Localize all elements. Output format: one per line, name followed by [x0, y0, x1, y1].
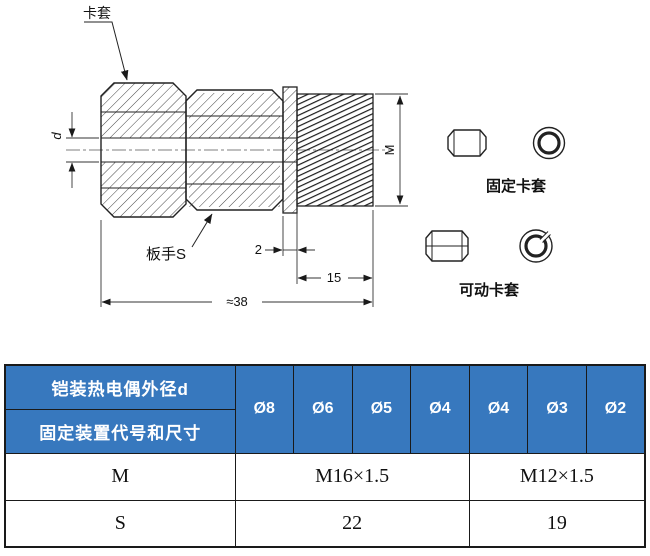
row-s-wrench-large: 22: [234, 499, 470, 548]
header-fixture-code: 固定装置代号和尺寸: [4, 408, 236, 454]
diameter-col-2: Ø5: [351, 364, 412, 454]
dimension-38-label: ≈38: [226, 294, 248, 309]
row-m-label: M: [4, 452, 236, 501]
table-row-m: M M16×1.5 M12×1.5: [4, 452, 646, 501]
dimension-m: M: [375, 93, 408, 207]
dimension-gap-2: 2: [100, 210, 374, 307]
dimension-15: 15: [297, 270, 373, 285]
row-s-label: S: [4, 499, 236, 548]
technical-drawing: 卡套 板手S d M: [49, 5, 566, 309]
diameter-col-5: Ø3: [527, 364, 587, 454]
diameter-col-1: Ø6: [293, 364, 353, 454]
fitting-body: [100, 82, 374, 218]
dimension-d-label: d: [49, 132, 64, 140]
fixed-ferrule-views: [447, 126, 566, 160]
diameter-col-3: Ø4: [410, 364, 470, 454]
row-m-thread-large: M16×1.5: [234, 452, 470, 501]
movable-ferrule-views: [425, 229, 553, 263]
diameter-col-0: Ø8: [234, 364, 295, 454]
fitting-drawing: 卡套 板手S d M: [49, 5, 566, 309]
dimension-38: ≈38: [101, 294, 373, 309]
dimension-gap-label: 2: [255, 242, 262, 257]
dimension-m-label: M: [382, 145, 397, 156]
ferrule-callout-label: 卡套: [83, 5, 111, 21]
fixed-ferrule-label: 固定卡套: [486, 177, 547, 195]
diameter-col-6: Ø2: [585, 364, 646, 454]
dimension-d: d: [49, 112, 99, 188]
row-s-wrench-small: 19: [468, 499, 646, 548]
row-m-thread-small: M12×1.5: [468, 452, 646, 501]
spec-table: 铠装热电偶外径d Ø8 Ø6 Ø5 Ø4 Ø4 Ø3 Ø2 固定装置代号和尺寸 …: [4, 364, 646, 548]
wrench-label: 板手S: [146, 245, 186, 263]
wrench-callout: 板手S: [146, 213, 213, 263]
ferrule-callout: 卡套: [83, 5, 129, 81]
movable-ferrule-label: 可动卡套: [459, 281, 520, 299]
diameter-col-4: Ø4: [468, 364, 529, 454]
dimension-15-label: 15: [327, 270, 341, 285]
table-row-s: S 22 19: [4, 499, 646, 548]
header-outer-diameter: 铠装热电偶外径d: [4, 364, 236, 410]
